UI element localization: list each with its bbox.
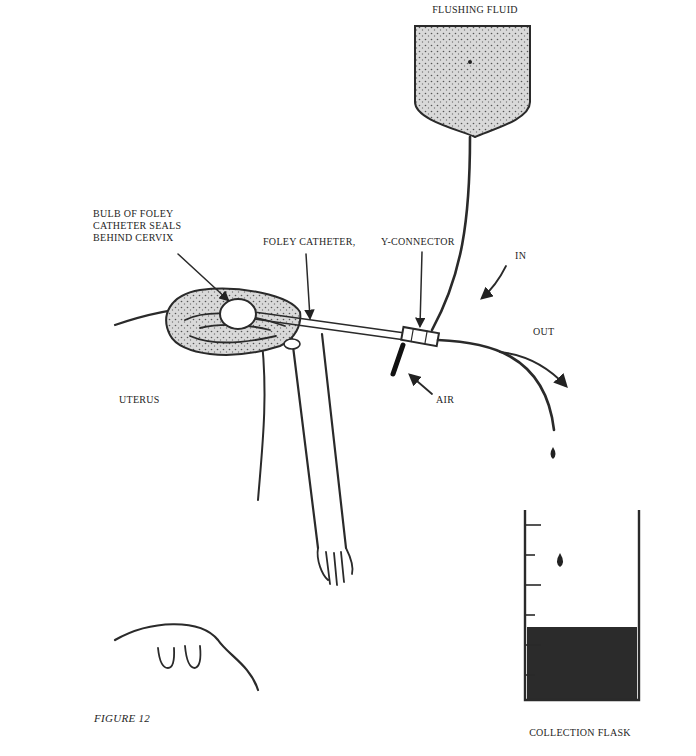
bag-mark — [468, 60, 472, 64]
ovary — [284, 339, 300, 349]
y-connector-symbol — [401, 327, 439, 346]
in-arrow — [482, 266, 506, 298]
part-label: AIR — [435, 394, 455, 406]
bag-outline — [400, 2, 550, 140]
air-tube — [393, 345, 403, 374]
arm-outline — [290, 322, 318, 548]
node-label: FLUSHING FLUID — [400, 4, 550, 16]
udder — [115, 624, 258, 690]
leader-line — [306, 254, 310, 318]
fluid-bag — [415, 26, 530, 137]
teats — [158, 646, 200, 668]
part-label: FOLEY CATHETER, — [262, 236, 356, 248]
part-label: IN — [514, 250, 527, 262]
collection-flask-node: COLLECTION FLASK — [505, 505, 655, 750]
node-label: COLLECTION FLASK — [505, 727, 655, 739]
part-label: OUT — [532, 326, 555, 338]
flask-body — [525, 510, 639, 700]
out-arrow — [500, 352, 566, 386]
arm-outline — [322, 334, 346, 548]
hand — [318, 548, 353, 585]
part-label: Y-CONNECTOR — [380, 236, 456, 248]
body-outline — [258, 342, 265, 500]
part-label: BULB OF FOLEY CATHETER SEALS BEHIND CERV… — [92, 208, 212, 244]
uterus — [166, 289, 300, 355]
figure-caption: FIGURE 12 — [94, 712, 150, 724]
air-arrow — [410, 375, 432, 394]
foley-catheter — [254, 312, 405, 340]
drop — [551, 447, 556, 459]
catheter-bulb — [220, 299, 256, 329]
part-label: UTERUS — [118, 394, 161, 406]
outflow-tube — [438, 340, 554, 430]
inflow-tube — [432, 137, 470, 330]
leader-line — [420, 252, 422, 326]
leader-line — [178, 254, 228, 300]
flask-outline — [505, 505, 655, 750]
fluid-bag-node: FLUSHING FLUID — [400, 2, 550, 140]
